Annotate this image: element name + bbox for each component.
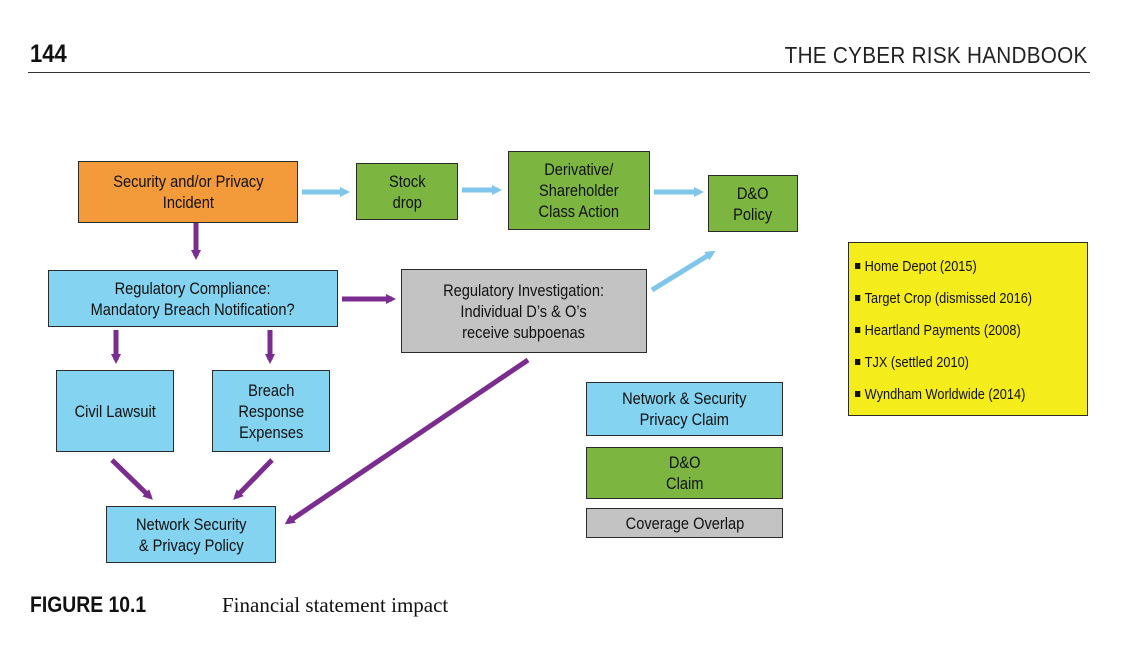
incident-node: Security and/or Privacy Incident [78, 161, 298, 223]
arrow-investigation-to-do-policy [650, 250, 716, 293]
arrow-civil-lawsuit-to-network-policy [110, 458, 153, 500]
legend-network-claim: Network & Security Privacy Claim [586, 382, 783, 436]
case-examples-list: Home Depot (2015) Target Crop (dismissed… [855, 251, 1087, 411]
regulatory-investigation-node: Regulatory Investigation: Individual D’s… [401, 269, 647, 353]
arrow-breach-response-to-network-policy [233, 458, 274, 500]
case-example-item: Home Depot (2015) [855, 251, 1059, 283]
derivative-node: Derivative/ Shareholder Class Action [508, 151, 650, 230]
arrow-investigation-to-network-policy [284, 357, 530, 525]
case-example-item: Heartland Payments (2008) [855, 315, 1059, 347]
case-example-item: TJX (settled 2010) [855, 347, 1059, 379]
figure-label: FIGURE 10.1 [30, 592, 147, 617]
legend-do-claim: D&O Claim [586, 447, 783, 499]
case-example-item: Target Crop (dismissed 2016) [855, 283, 1059, 315]
legend-coverage-overlap: Coverage Overlap [586, 508, 783, 538]
breach-response-node: Breach Response Expenses [212, 370, 330, 452]
figure-title: Financial statement impact [222, 593, 449, 617]
regulatory-compliance-node: Regulatory Compliance: Mandatory Breach … [48, 270, 338, 327]
case-examples-box: Home Depot (2015) Target Crop (dismissed… [848, 242, 1088, 416]
figure-caption: FIGURE 10.1 Financial statement impact [30, 592, 448, 618]
header-rule [28, 72, 1090, 73]
do-policy-node: D&O Policy [708, 175, 798, 232]
running-head: THE CYBER RISK HANDBOOK [785, 42, 1088, 68]
stock-drop-node: Stock drop [356, 163, 458, 220]
civil-lawsuit-node: Civil Lawsuit [56, 370, 174, 452]
network-policy-node: Network Security & Privacy Policy [106, 506, 276, 563]
page-number: 144 [30, 40, 67, 68]
case-example-item: Wyndham Worldwide (2014) [855, 379, 1059, 411]
